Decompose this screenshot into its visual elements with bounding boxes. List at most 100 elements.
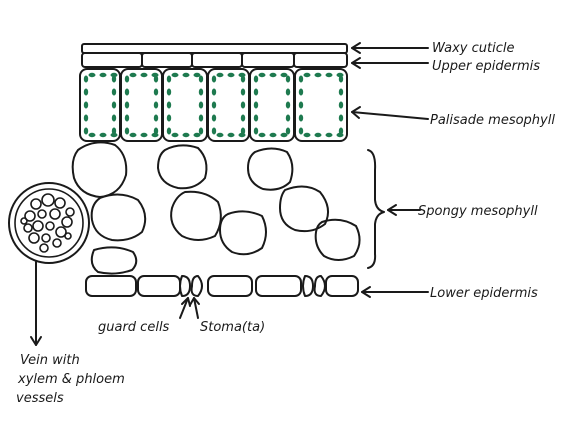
vessel	[49, 208, 61, 220]
chloroplast	[198, 127, 204, 135]
vessel	[45, 221, 55, 231]
chloroplast	[336, 72, 344, 78]
chloroplast	[193, 132, 201, 138]
chloroplast	[99, 72, 107, 78]
vessel	[30, 198, 42, 210]
vessel	[28, 232, 40, 244]
chloroplast	[227, 132, 235, 138]
chloroplast	[216, 72, 224, 78]
palisade-cell	[294, 68, 348, 142]
chloroplast	[298, 114, 304, 122]
chloroplast	[211, 114, 217, 122]
chloroplast	[336, 132, 344, 138]
chloroplast	[198, 88, 204, 96]
chloroplast	[153, 114, 159, 122]
chloroplast	[166, 75, 172, 83]
chloroplast	[211, 88, 217, 96]
label-vein-line-1: Vein with	[20, 353, 80, 368]
vessel	[54, 197, 66, 209]
chloroplast	[166, 101, 172, 109]
vessel	[65, 207, 75, 217]
chloroplast	[253, 127, 259, 135]
chloroplast	[285, 101, 291, 109]
vessel	[32, 220, 44, 232]
chloroplast	[83, 127, 89, 135]
chloroplast	[166, 127, 172, 135]
chloroplast	[240, 88, 246, 96]
chloroplast	[253, 114, 259, 122]
chloroplast	[325, 132, 333, 138]
label-lower-epidermis: Lower epidermis	[430, 286, 538, 301]
chloroplast	[151, 72, 159, 78]
chloroplast	[280, 132, 288, 138]
chloroplast	[211, 75, 217, 83]
chloroplast	[303, 72, 311, 78]
chloroplast	[153, 101, 159, 109]
chloroplast	[303, 132, 311, 138]
chloroplast	[285, 75, 291, 83]
vessel	[55, 226, 67, 238]
chloroplast	[83, 88, 89, 96]
chloroplast	[111, 88, 117, 96]
vessel	[23, 223, 33, 233]
chloroplast	[182, 72, 190, 78]
chloroplast	[111, 75, 117, 83]
chloroplast	[193, 72, 201, 78]
chloroplast	[124, 75, 130, 83]
chloroplast	[166, 88, 172, 96]
chloroplast	[198, 75, 204, 83]
chloroplast	[240, 101, 246, 109]
chloroplast	[240, 114, 246, 122]
chloroplast	[314, 72, 322, 78]
vessel	[64, 232, 72, 240]
chloroplast	[140, 132, 148, 138]
chloroplast	[211, 101, 217, 109]
label-vein-line-2: xylem & phloem	[17, 372, 125, 387]
chloroplast	[110, 72, 118, 78]
chloroplast	[83, 114, 89, 122]
label-vein-line-3: vessels	[16, 391, 64, 406]
chloroplast	[325, 72, 333, 78]
chloroplast	[238, 132, 246, 138]
chloroplast	[153, 88, 159, 96]
chloroplast	[83, 75, 89, 83]
chloroplast	[83, 101, 89, 109]
vessel	[24, 210, 36, 222]
chloroplast	[285, 114, 291, 122]
chloroplast	[88, 72, 96, 78]
chloroplast	[129, 132, 137, 138]
chloroplast	[198, 101, 204, 109]
spongy-mesophyll	[71, 141, 361, 275]
chloroplast	[298, 101, 304, 109]
label-spongy-mesophyll: Spongy mesophyll	[418, 204, 538, 219]
chloroplast	[111, 114, 117, 122]
chloroplast	[166, 114, 172, 122]
chloroplast	[238, 72, 246, 78]
chloroplast	[258, 72, 266, 78]
chloroplast	[129, 72, 137, 78]
label-stomata: Stoma(ta)	[200, 320, 265, 335]
arrows	[30, 42, 429, 346]
chloroplast	[240, 127, 246, 135]
chloroplast	[338, 127, 344, 135]
chloroplast	[110, 132, 118, 138]
vessel	[52, 238, 62, 248]
chloroplast	[153, 127, 159, 135]
chloroplast	[111, 101, 117, 109]
chloroplast	[314, 132, 322, 138]
chloroplast	[111, 127, 117, 135]
chloroplast	[253, 75, 259, 83]
chloroplast	[99, 132, 107, 138]
chloroplast	[338, 75, 344, 83]
chloroplast	[338, 114, 344, 122]
chloroplast	[171, 132, 179, 138]
waxy-cuticle	[81, 43, 348, 54]
chloroplast	[124, 127, 130, 135]
chloroplast	[198, 114, 204, 122]
chloroplast	[298, 127, 304, 135]
vessel	[39, 243, 49, 253]
chloroplast	[124, 114, 130, 122]
vessel	[20, 217, 28, 225]
chloroplast	[216, 132, 224, 138]
